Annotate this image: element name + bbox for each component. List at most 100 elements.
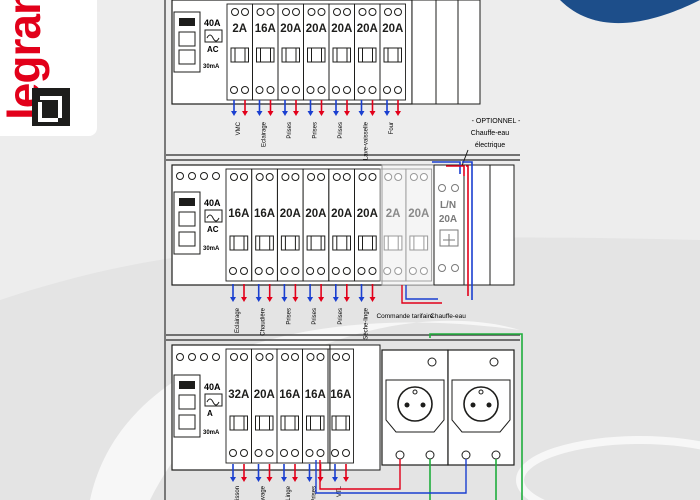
breaker-rating: 20A	[254, 389, 275, 401]
breaker-toggle	[229, 415, 248, 431]
terminal-icon	[292, 8, 300, 16]
terminal-icon	[256, 8, 265, 16]
terminal-icon	[307, 173, 316, 181]
diff-type: AC	[207, 225, 219, 234]
terminal-icon	[342, 449, 350, 457]
terminal-icon	[291, 267, 300, 275]
terminal-icon	[394, 8, 402, 16]
terminal-icon	[343, 86, 351, 94]
diff-sensitivity: 30mA	[203, 246, 220, 252]
differential-switch: 40A AC 30mA	[173, 191, 223, 255]
terminal-icon	[230, 86, 238, 94]
contactor: L/N 20A	[438, 184, 459, 272]
diff-sensitivity: 30mA	[203, 64, 220, 70]
differential-switch: 40A A 30mA	[173, 374, 223, 438]
terminal-icon	[342, 353, 350, 361]
breaker-toggle	[281, 47, 300, 63]
breaker-rating: 16A	[330, 389, 351, 401]
terminal-icon	[265, 173, 274, 181]
circuit-label: Four	[389, 122, 395, 134]
circuit-label: Lavage	[261, 485, 267, 500]
differential-switch: 40A AC 30mA	[173, 11, 223, 73]
terminal-icon	[368, 267, 377, 275]
terminal-icon	[254, 449, 263, 457]
terminal-icon	[265, 449, 274, 457]
socket-modules	[315, 333, 523, 500]
breaker-rating: 16A	[255, 23, 276, 35]
terminal-icon	[305, 449, 314, 457]
terminal-icon	[331, 267, 340, 275]
breaker-rating: 20A	[331, 208, 352, 220]
breaker-toggle	[409, 235, 429, 251]
terminal-icon	[357, 267, 366, 275]
breaker: 20A	[354, 3, 381, 116]
breaker-rating: 32A	[228, 389, 249, 401]
terminal-icon	[281, 86, 289, 94]
breaker-rating: 16A	[305, 389, 326, 401]
terminal-icon	[231, 8, 239, 16]
water-heater-label: Chauffe-eau	[430, 313, 466, 320]
terminal-icon	[266, 8, 275, 16]
terminal-icon	[317, 173, 326, 181]
breaker-toggle	[331, 415, 350, 431]
circuit-label: VTL	[337, 485, 343, 497]
circuit-label: VMC	[236, 121, 242, 135]
terminal-icon	[306, 86, 315, 94]
legrand-mark-icon	[32, 88, 70, 126]
terminal-icon	[342, 267, 351, 275]
breaker: 16A	[251, 168, 278, 302]
terminal-icon	[281, 173, 290, 181]
terminal-icon	[282, 8, 290, 16]
terminal-icon	[384, 173, 393, 181]
breaker-rating: 16A	[279, 389, 300, 401]
diff-rating: 40A	[204, 18, 221, 28]
diff-rating: 40A	[204, 198, 221, 208]
breaker: 16A	[225, 168, 253, 302]
breaker-toggle	[307, 47, 326, 63]
terminal-icon	[357, 86, 366, 94]
circuit-label: Prises	[312, 308, 318, 325]
terminal-icon	[331, 449, 339, 457]
terminal-icon	[291, 173, 300, 181]
terminal-icon	[291, 449, 299, 457]
terminal-icon	[317, 8, 326, 16]
breaker: 20A	[302, 168, 330, 302]
breaker-toggle	[255, 415, 274, 431]
breaker-toggle	[280, 235, 300, 251]
terminal-icon	[358, 173, 367, 181]
breaker-rating: 20A	[382, 23, 403, 35]
terminal-icon	[419, 173, 428, 181]
terminal-icon	[394, 267, 403, 275]
socket-icon	[397, 386, 433, 422]
terminal-icon	[332, 353, 340, 361]
terminal-icon	[332, 173, 341, 181]
terminal-icon	[409, 173, 418, 181]
terminal-icon	[265, 267, 274, 275]
breaker-toggle	[358, 47, 377, 63]
breaker-toggle	[332, 235, 351, 251]
breaker: 16A	[252, 3, 279, 116]
terminal-icon	[358, 8, 367, 16]
breaker-body	[405, 168, 433, 282]
breaker: 16A	[302, 348, 329, 482]
circuit-label: Prises	[286, 308, 292, 325]
breaker-body	[327, 348, 354, 464]
terminal-icon	[229, 267, 237, 275]
terminal-icon	[265, 353, 274, 361]
circuit-label: Linge	[286, 485, 292, 500]
terminal-icon	[240, 449, 248, 457]
breaker-rating: 20A	[331, 23, 352, 35]
terminal-icon	[333, 8, 341, 16]
diff-type: A	[207, 409, 213, 418]
breaker-toggle	[383, 47, 402, 63]
terminal-icon	[230, 353, 238, 361]
socket-icon	[463, 386, 499, 422]
terminal-icon	[291, 353, 299, 361]
terminal-icon	[368, 86, 377, 94]
breaker-rating: 2A	[386, 208, 401, 220]
breaker-rating: 2A	[232, 23, 247, 35]
breaker-toggle	[306, 235, 326, 251]
terminal-icon	[394, 86, 402, 94]
